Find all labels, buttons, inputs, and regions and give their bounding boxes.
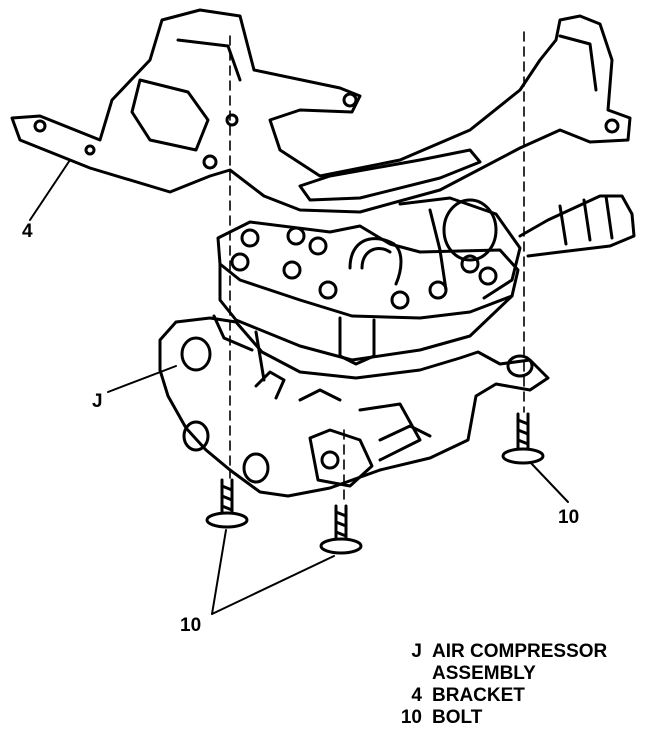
legend-item-bolt: 10 BOLT (386, 707, 648, 729)
callout-assembly: J (92, 391, 103, 412)
legend-key: 10 (400, 707, 422, 728)
legend-item-assembly-continuation: ASSEMBLY (386, 663, 648, 685)
bolt-bottom-center (319, 504, 363, 555)
air-compressor-assembly (158, 194, 636, 498)
legend-text: BRACKET (432, 685, 525, 706)
bolt-bottom-left (205, 478, 249, 529)
legend-item-assembly: J AIR COMPRESSOR (386, 641, 648, 663)
callout-bracket: 4 (22, 221, 33, 242)
bolt-right (501, 412, 545, 465)
legend: J AIR COMPRESSOR ASSEMBLY 4 BRACKET 10 B… (386, 641, 648, 729)
callout-bolt-bottom: 10 (180, 615, 202, 636)
leader-lines (29, 159, 569, 615)
legend-text: AIR COMPRESSOR (432, 641, 608, 662)
legend-key: J (411, 641, 422, 662)
bracket (10, 8, 632, 214)
legend-text: ASSEMBLY (432, 663, 536, 684)
legend-key: 4 (411, 685, 422, 706)
alignment-lines (229, 31, 525, 505)
callout-bolt-right: 10 (558, 507, 580, 528)
legend-text: BOLT (432, 707, 483, 728)
legend-item-bracket: 4 BRACKET (386, 685, 648, 707)
